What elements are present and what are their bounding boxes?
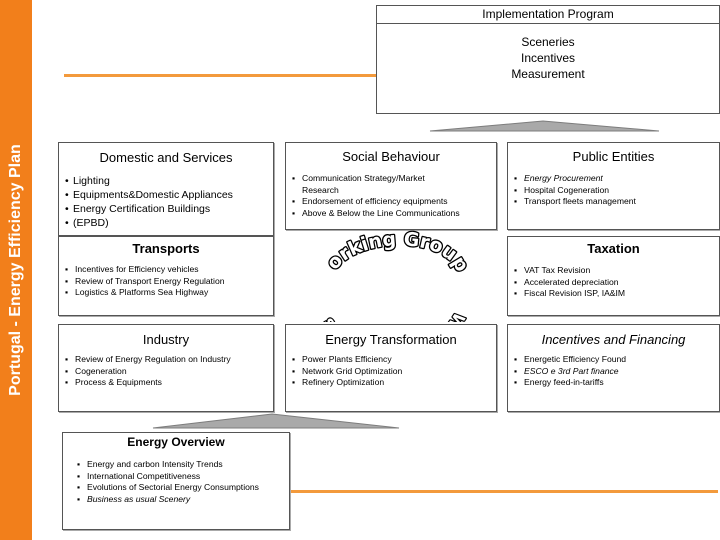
sidebar-band: Portugal - Energy Efficiency Plan xyxy=(0,0,32,540)
list-item: Energy and carbon Intensity Trends xyxy=(77,459,287,471)
list-item: Fiscal Revision ISP, IA&IM xyxy=(514,288,714,300)
domestic-services-list: Lighting Equipments&Domestic Appliances … xyxy=(65,174,271,230)
list-item: Lighting xyxy=(65,174,271,188)
taxation-list: VAT Tax Revision Accelerated depreciatio… xyxy=(514,265,714,300)
transports-box: Transports Incentives for Efficiency veh… xyxy=(58,236,274,316)
energy-overview-list: Energy and carbon Intensity Trends Inter… xyxy=(77,459,287,505)
public-entities-title: Public Entities xyxy=(572,149,655,164)
working-groups-top-fill: Working Groups xyxy=(318,226,468,276)
list-item: Above & Below the Line Communications xyxy=(292,208,492,220)
list-item: Energy Procurement xyxy=(514,173,714,185)
implementation-program-box: Implementation Program Sceneries Incenti… xyxy=(376,5,720,114)
list-item: ESCO e 3rd Part finance xyxy=(514,366,714,378)
social-behaviour-box: Social Behaviour Communication Strategy/… xyxy=(285,142,497,230)
list-item: Endorsement of efficiency equipments xyxy=(292,196,492,208)
domestic-services-title: Domestic and Services xyxy=(99,150,233,165)
list-item: Process & Equipments xyxy=(65,377,271,389)
list-item: Refinery Optimization xyxy=(292,377,492,389)
list-item: Energetic Efficiency Found xyxy=(514,354,714,366)
industry-list: Review of Energy Regulation on Industry … xyxy=(65,354,271,389)
working-groups-emblem: Working Groups Working Groups Working Gr… xyxy=(318,226,468,322)
incentives-financing-box: Incentives and Financing Energetic Effic… xyxy=(507,324,720,412)
social-behaviour-title: Social Behaviour xyxy=(342,149,440,164)
industry-title: Industry xyxy=(142,332,190,347)
list-item: Communication Strategy/Market xyxy=(292,173,492,185)
social-behaviour-list: Communication Strategy/Market Research E… xyxy=(292,173,492,219)
list-item: Transport fleets management xyxy=(514,196,714,208)
incentives-financing-title: Incentives and Financing xyxy=(541,332,686,347)
list-item: Hospital Cogeneration xyxy=(514,185,714,197)
taxation-title: Taxation xyxy=(587,241,640,256)
energy-overview-title: Energy Overview xyxy=(127,435,225,449)
list-item: VAT Tax Revision xyxy=(514,265,714,277)
divider-line-bottom xyxy=(288,490,718,493)
list-item-continuation: (EPBD) xyxy=(65,216,271,230)
list-item: Business as usual Scenery xyxy=(77,494,287,506)
divider-line-top xyxy=(64,74,376,77)
industry-box: Industry Review of Energy Regulation on … xyxy=(58,324,274,412)
list-item: Power Plants Efficiency xyxy=(292,354,492,366)
list-item: International Competitiveness xyxy=(77,471,287,483)
list-item-continuation: Research xyxy=(302,184,339,195)
incentives-financing-list: Energetic Efficiency Found ESCO e 3rd Pa… xyxy=(514,354,714,389)
transports-list: Incentives for Efficiency vehicles Revie… xyxy=(65,264,271,299)
list-item: Energy feed-in-tariffs xyxy=(514,377,714,389)
list-item: Review of Energy Regulation on Industry xyxy=(65,354,271,366)
top-arrow-shape xyxy=(429,120,660,132)
energy-transformation-list: Power Plants Efficiency Network Grid Opt… xyxy=(292,354,492,389)
public-entities-list: Energy Procurement Hospital Cogeneration… xyxy=(514,173,714,208)
implementation-item: Sceneries xyxy=(521,35,575,49)
domestic-services-box: Domestic and Services Lighting Equipment… xyxy=(58,142,274,236)
bottom-arrow-shape xyxy=(152,413,400,429)
taxation-box: Taxation VAT Tax Revision Accelerated de… xyxy=(507,236,720,316)
list-item: Evolutions of Sectorial Energy Consumpti… xyxy=(77,482,287,494)
working-groups-bottom-text: Working Groups xyxy=(318,309,468,322)
list-item: Network Grid Optimization xyxy=(292,366,492,378)
implementation-item: Measurement xyxy=(511,67,585,81)
list-item: Review of Transport Energy Regulation xyxy=(65,276,271,288)
list-item: Logistics & Platforms Sea Highway xyxy=(65,287,271,299)
list-item: Equipments&Domestic Appliances xyxy=(65,188,271,202)
transports-title: Transports xyxy=(132,241,200,256)
list-item: Accelerated depreciation xyxy=(514,277,714,289)
implementation-program-title: Implementation Program xyxy=(377,6,719,24)
implementation-item: Incentives xyxy=(520,51,576,65)
working-groups-bottom-fill: Working Groups xyxy=(318,309,468,322)
list-item: Cogeneration xyxy=(65,366,271,378)
list-item: Energy Certification Buildings xyxy=(65,202,271,216)
list-item: Incentives for Efficiency vehicles xyxy=(65,264,271,276)
energy-overview-box: Energy Overview Energy and carbon Intens… xyxy=(62,432,290,530)
energy-transformation-title: Energy Transformation xyxy=(325,332,457,347)
energy-transformation-box: Energy Transformation Power Plants Effic… xyxy=(285,324,497,412)
public-entities-box: Public Entities Energy Procurement Hospi… xyxy=(507,142,720,230)
